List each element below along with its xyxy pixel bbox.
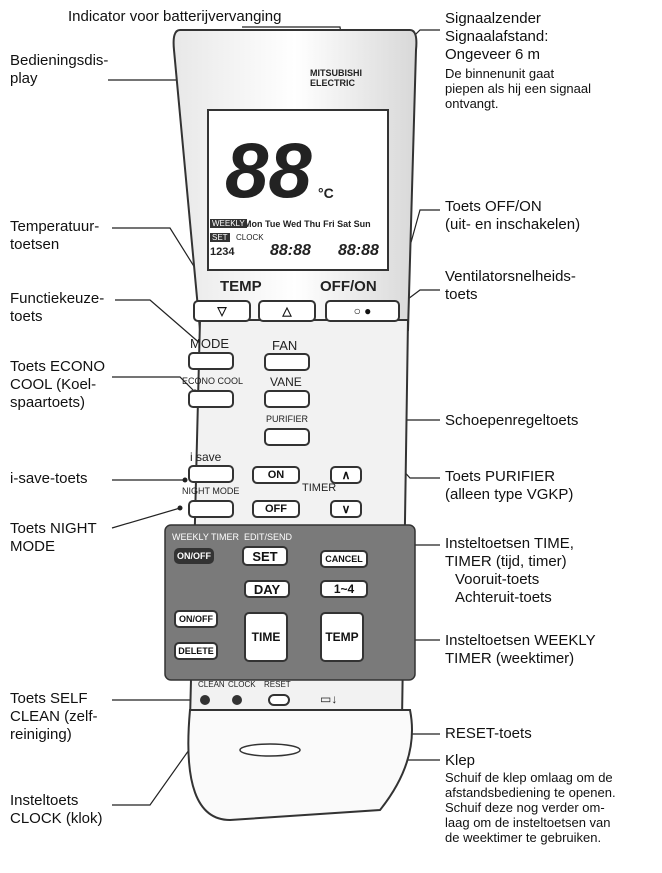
- day-button[interactable]: DAY: [244, 580, 290, 598]
- backward-callout: Achteruit-toets: [455, 589, 552, 606]
- timer-label: TIMER: [302, 482, 337, 494]
- econo-cool-callout: Toets ECONO COOL (Koel- spaartoets): [10, 358, 106, 411]
- fan-speed-label: Ventilatorsnelheids- toets: [445, 268, 576, 303]
- function-label: Functiekeuze- toets: [10, 290, 105, 325]
- temp-button[interactable]: TEMP: [320, 612, 364, 662]
- clock-indicator: CLOCK: [236, 233, 264, 242]
- temp-up-button[interactable]: △: [258, 300, 316, 322]
- fan-label: FAN: [272, 338, 298, 353]
- timer-backward-button[interactable]: ∨: [330, 500, 362, 518]
- cancel-button[interactable]: CANCEL: [320, 550, 368, 568]
- off-on-button[interactable]: ○ ●: [325, 300, 400, 322]
- clock-callout: Insteltoets CLOCK (klok): [10, 792, 103, 827]
- clock-label: CLOCK: [228, 680, 256, 689]
- temp-label: TEMP: [220, 278, 262, 295]
- purifier-callout: Toets PURIFIER (alleen type VGKP): [445, 468, 574, 503]
- clean-button[interactable]: [200, 695, 210, 705]
- timer-forward-button[interactable]: ∧: [330, 466, 362, 484]
- set-badge: SET: [210, 233, 230, 242]
- clock-button[interactable]: [232, 695, 242, 705]
- vane-button[interactable]: [264, 390, 310, 408]
- reset-label: RESET: [264, 680, 291, 689]
- display-label: Bedieningsdis- play: [10, 52, 109, 87]
- cover-callout: Schuif de klep omlaag om de afstandsbedi…: [445, 770, 616, 845]
- delete-button[interactable]: DELETE: [174, 642, 218, 660]
- timer-display: 88:88: [338, 242, 379, 259]
- weekly-timer-label: WEEKLY TIMER: [172, 532, 240, 542]
- temp-down-button[interactable]: ▽: [193, 300, 251, 322]
- timer-off-button[interactable]: OFF: [252, 500, 300, 518]
- mode-button[interactable]: [188, 352, 234, 370]
- battery-indicator-label: Indicator voor batterijvervanging: [68, 8, 282, 25]
- set-button[interactable]: SET: [242, 546, 288, 566]
- cover-title: Klep: [445, 752, 476, 769]
- temperature-display: 88: [225, 126, 312, 214]
- unit-display: °C: [318, 185, 334, 201]
- self-clean-callout: Toets SELF CLEAN (zelf- reiniging): [10, 690, 98, 743]
- battery-icon: ▭↓: [320, 692, 338, 706]
- mode-label: MODE: [190, 336, 229, 351]
- purifier-label: PURIFIER: [266, 414, 309, 424]
- range-button[interactable]: 1~4: [320, 580, 368, 598]
- forward-callout: Vooruit-toets: [455, 571, 540, 588]
- weekly-onoff-button[interactable]: ON/OFF: [174, 548, 214, 564]
- temp-buttons-label: Temperatuur- toetsen: [10, 218, 100, 253]
- transmitter-label: Signaalzender Signaalafstand: Ongeveer 6…: [445, 10, 549, 63]
- isave-callout: i-save-toets: [10, 470, 88, 487]
- vane-callout: Schoepenregeltoets: [445, 412, 579, 429]
- program-onoff-button[interactable]: ON/OFF: [174, 610, 218, 628]
- time-display: 88:88: [270, 242, 311, 259]
- reset-callout: RESET-toets: [445, 725, 532, 742]
- weekly-badge: WEEKLY: [210, 219, 247, 228]
- timer-on-button[interactable]: ON: [252, 466, 300, 484]
- time-timer-callout: Insteltoetsen TIME, TIMER (tijd, timer): [445, 535, 574, 570]
- isave-button[interactable]: [188, 465, 234, 483]
- reset-button[interactable]: [268, 694, 290, 706]
- econo-cool-button[interactable]: [188, 390, 234, 408]
- night-mode-callout: Toets NIGHT MODE: [10, 520, 97, 555]
- edit-send-label: EDIT/SEND: [244, 532, 293, 542]
- purifier-button[interactable]: [264, 428, 310, 446]
- fan-button[interactable]: [264, 353, 310, 371]
- offon-label: OFF/ON: [320, 278, 377, 295]
- clean-label: CLEAN: [198, 680, 225, 689]
- program-numbers: 1234: [210, 246, 235, 258]
- time-button[interactable]: TIME: [244, 612, 288, 662]
- remote-control: MITSUBISHI ELECTRIC 88 °C Mon Tue Wed Th…: [160, 20, 430, 830]
- isave-label: i save: [190, 450, 222, 464]
- brand-logo: MITSUBISHI ELECTRIC: [310, 68, 363, 88]
- transmitter-note: De binnenunit gaat piepen als hij een si…: [445, 66, 591, 111]
- econo-cool-label: ECONO COOL: [182, 376, 244, 386]
- vane-label: VANE: [270, 375, 302, 389]
- night-mode-button[interactable]: [188, 500, 234, 518]
- night-mode-label: NIGHT MODE: [182, 486, 240, 496]
- weekday-display: Mon Tue Wed Thu Fri Sat Sun: [244, 219, 371, 229]
- off-on-label: Toets OFF/ON (uit- en inschakelen): [445, 198, 581, 233]
- weekly-timer-callout: Insteltoetsen WEEKLY TIMER (weektimer): [445, 632, 596, 667]
